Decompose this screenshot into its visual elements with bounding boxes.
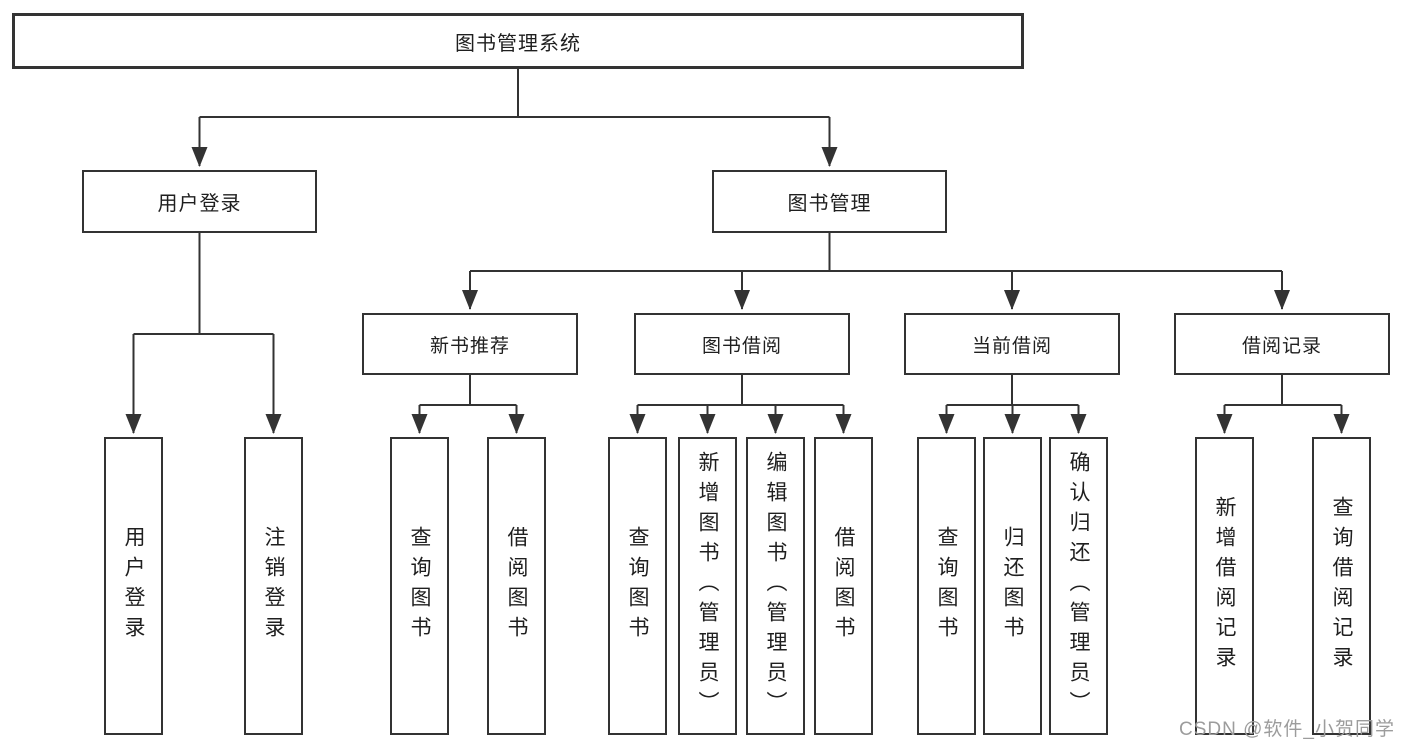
leaf-add-borrow-record-label: 新增借阅记录 [1213, 496, 1237, 676]
leaf-borrow-books-recommendation-label: 借阅图书 [505, 526, 529, 646]
leaf-add-books-admin: 新增图书（管理员） [678, 437, 737, 735]
leaf-return-books: 归还图书 [983, 437, 1042, 735]
leaf-logout: 注销登录 [244, 437, 303, 735]
node-book-borrowing: 图书借阅 [634, 313, 850, 375]
leaf-confirm-return-admin-label: 确认归还（管理员） [1067, 451, 1091, 721]
node-current-borrowing: 当前借阅 [904, 313, 1120, 375]
leaf-query-books-recommendation-label: 查询图书 [408, 526, 432, 646]
leaf-query-books-borrowing: 查询图书 [608, 437, 667, 735]
leaf-borrow-books-recommendation: 借阅图书 [487, 437, 546, 735]
leaf-confirm-return-admin: 确认归还（管理员） [1049, 437, 1108, 735]
leaf-logout-label: 注销登录 [262, 526, 286, 646]
leaf-add-books-admin-label: 新增图书（管理员） [696, 451, 720, 721]
leaf-edit-books-admin-label: 编辑图书（管理员） [764, 451, 788, 721]
leaf-query-books-current: 查询图书 [917, 437, 976, 735]
node-book-management: 图书管理 [712, 170, 947, 233]
leaf-return-books-label: 归还图书 [1001, 526, 1025, 646]
node-user-login: 用户登录 [82, 170, 317, 233]
leaf-query-books-borrowing-label: 查询图书 [626, 526, 650, 646]
node-library-management-system: 图书管理系统 [12, 13, 1024, 69]
leaf-edit-books-admin: 编辑图书（管理员） [746, 437, 805, 735]
leaf-query-borrow-record: 查询借阅记录 [1312, 437, 1371, 735]
leaf-query-books-current-label: 查询图书 [935, 526, 959, 646]
leaf-query-borrow-record-label: 查询借阅记录 [1330, 496, 1354, 676]
leaf-borrow-books-label: 借阅图书 [832, 526, 856, 646]
node-borrowing-records: 借阅记录 [1174, 313, 1390, 375]
leaf-query-books-recommendation: 查询图书 [390, 437, 449, 735]
leaf-user-login-label: 用户登录 [122, 526, 146, 646]
leaf-borrow-books: 借阅图书 [814, 437, 873, 735]
leaf-add-borrow-record: 新增借阅记录 [1195, 437, 1254, 735]
leaf-user-login: 用户登录 [104, 437, 163, 735]
node-new-book-recommendation: 新书推荐 [362, 313, 578, 375]
